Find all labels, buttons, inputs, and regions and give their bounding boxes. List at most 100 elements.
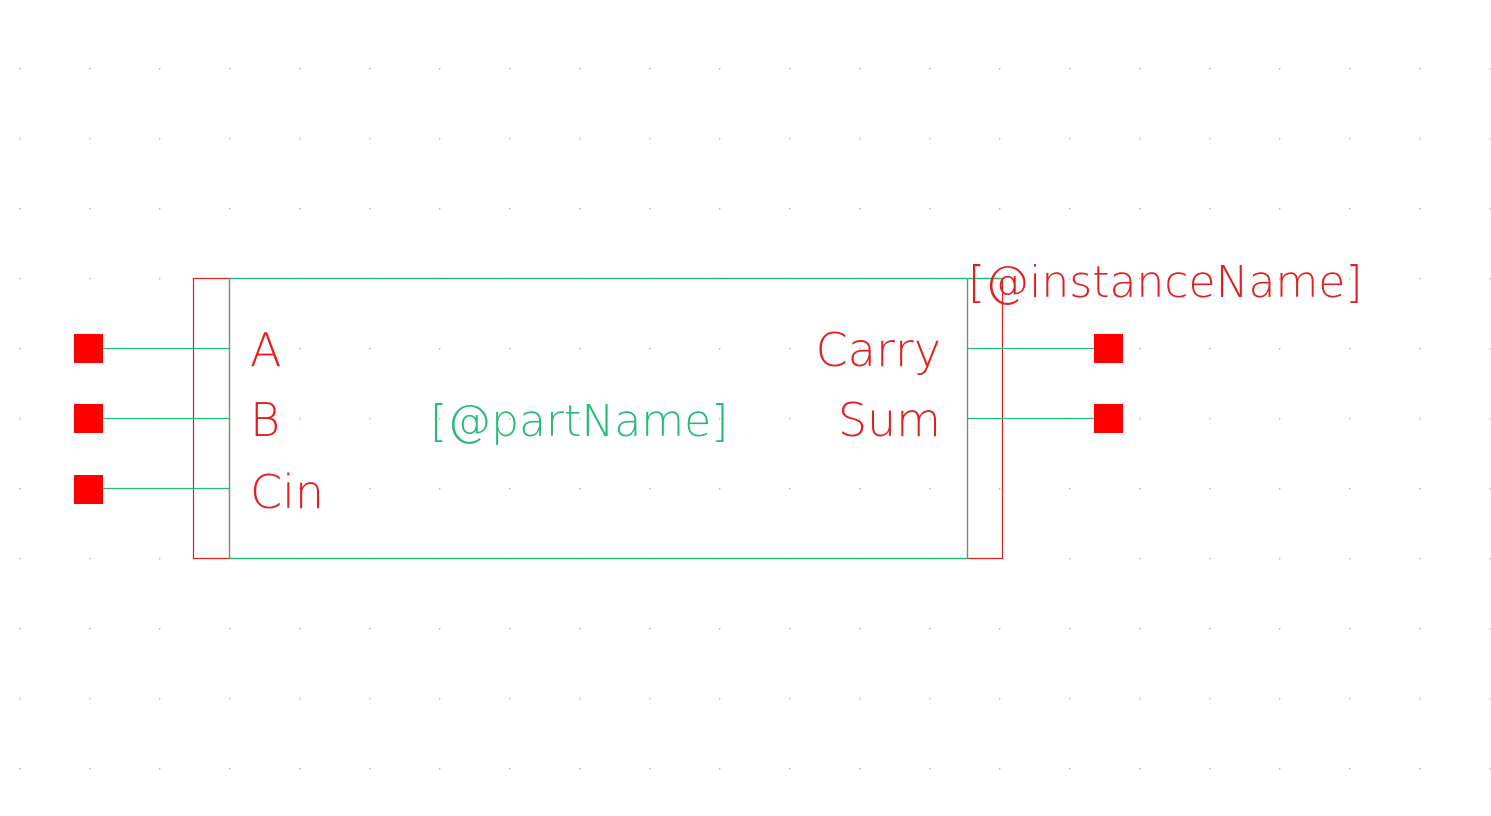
pin-sum-terminal[interactable] [1094, 404, 1123, 433]
grid-dot [439, 418, 441, 420]
grid-dot [1209, 68, 1211, 70]
grid-dot [19, 208, 21, 210]
grid-dot [1069, 208, 1071, 210]
grid-dot [1419, 768, 1421, 770]
grid-dot [1069, 138, 1071, 140]
grid-dot [369, 348, 371, 350]
grid-dot [1489, 698, 1491, 700]
grid-dot [929, 768, 931, 770]
grid-dot [789, 348, 791, 350]
part-name-label[interactable]: [@partName] [430, 396, 728, 447]
grid-dot [439, 768, 441, 770]
grid-dot [1279, 488, 1281, 490]
pin-a-terminal[interactable] [74, 334, 103, 363]
grid-dot [1419, 418, 1421, 420]
grid-dot [1419, 348, 1421, 350]
grid-dot [1349, 558, 1351, 560]
grid-dot [19, 698, 21, 700]
grid-dot [1349, 418, 1351, 420]
grid-dot [1209, 278, 1211, 280]
grid-dot [19, 138, 21, 140]
grid-dot [1279, 768, 1281, 770]
grid-dot [1489, 628, 1491, 630]
grid-dot [579, 208, 581, 210]
pin-carry[interactable]: Carry [816, 323, 1123, 377]
grid-dot [19, 628, 21, 630]
grid-dot [719, 208, 721, 210]
pin-sum-label: Sum [838, 393, 941, 447]
grid-dot [929, 418, 931, 420]
grid-dot [649, 418, 651, 420]
grid-dot [1279, 418, 1281, 420]
grid-dot [1489, 208, 1491, 210]
grid-dot [1069, 558, 1071, 560]
grid-dot [1139, 628, 1141, 630]
grid-dot [509, 488, 511, 490]
pin-b-terminal[interactable] [74, 404, 103, 433]
grid-dot [1069, 488, 1071, 490]
grid-dot [1349, 698, 1351, 700]
pin-cin-terminal[interactable] [74, 475, 103, 504]
grid-dot [1349, 278, 1351, 280]
grid-dot [19, 558, 21, 560]
pin-a[interactable]: A [74, 323, 281, 377]
grid-dot [1349, 208, 1351, 210]
grid-dot [859, 768, 861, 770]
grid-dot [159, 768, 161, 770]
grid-dot [1209, 628, 1211, 630]
grid-dot [999, 698, 1001, 700]
grid-dot [579, 138, 581, 140]
grid-dot [1349, 768, 1351, 770]
grid-dot [929, 208, 931, 210]
grid-dot [439, 488, 441, 490]
pin-carry-terminal[interactable] [1094, 334, 1123, 363]
grid-dot [789, 768, 791, 770]
grid-dot [579, 68, 581, 70]
grid-dot [789, 68, 791, 70]
grid-dot [299, 68, 301, 70]
grid-dot [89, 208, 91, 210]
grid-dot [229, 698, 231, 700]
grid-dot [1279, 138, 1281, 140]
grid-dot [159, 68, 161, 70]
grid-dot [649, 348, 651, 350]
grid-dot [369, 68, 371, 70]
grid-dot [1069, 628, 1071, 630]
grid-dot [1069, 768, 1071, 770]
grid-dot [299, 208, 301, 210]
instance-name-label[interactable]: [@instanceName] [968, 257, 1363, 308]
grid-dot [1139, 768, 1141, 770]
grid-dot [579, 768, 581, 770]
grid-dot [1139, 348, 1141, 350]
grid-dot [1279, 68, 1281, 70]
grid-dot [1139, 208, 1141, 210]
grid-dot [369, 768, 371, 770]
grid-dot [299, 768, 301, 770]
grid-dot [859, 628, 861, 630]
grid-dot [1349, 348, 1351, 350]
pin-sum[interactable]: Sum [838, 393, 1123, 447]
grid-dot [439, 628, 441, 630]
pin-cin[interactable]: Cin [74, 465, 324, 519]
grid-dot [1139, 698, 1141, 700]
grid-dot [369, 698, 371, 700]
grid-dot [1419, 138, 1421, 140]
grid-dot [649, 138, 651, 140]
grid-dot [719, 488, 721, 490]
grid-dot [719, 348, 721, 350]
grid-dot [89, 138, 91, 140]
grid-dot [159, 628, 161, 630]
grid-dot [89, 698, 91, 700]
pin-b[interactable]: B [74, 393, 280, 447]
grid-dot [159, 138, 161, 140]
grid-dot [509, 628, 511, 630]
grid-dot [999, 768, 1001, 770]
grid-dot [789, 418, 791, 420]
grid-dot [859, 68, 861, 70]
grid-dot [1419, 278, 1421, 280]
grid-dot [369, 488, 371, 490]
grid-dot [789, 488, 791, 490]
grid-dot [369, 418, 371, 420]
grid-dot [1209, 418, 1211, 420]
